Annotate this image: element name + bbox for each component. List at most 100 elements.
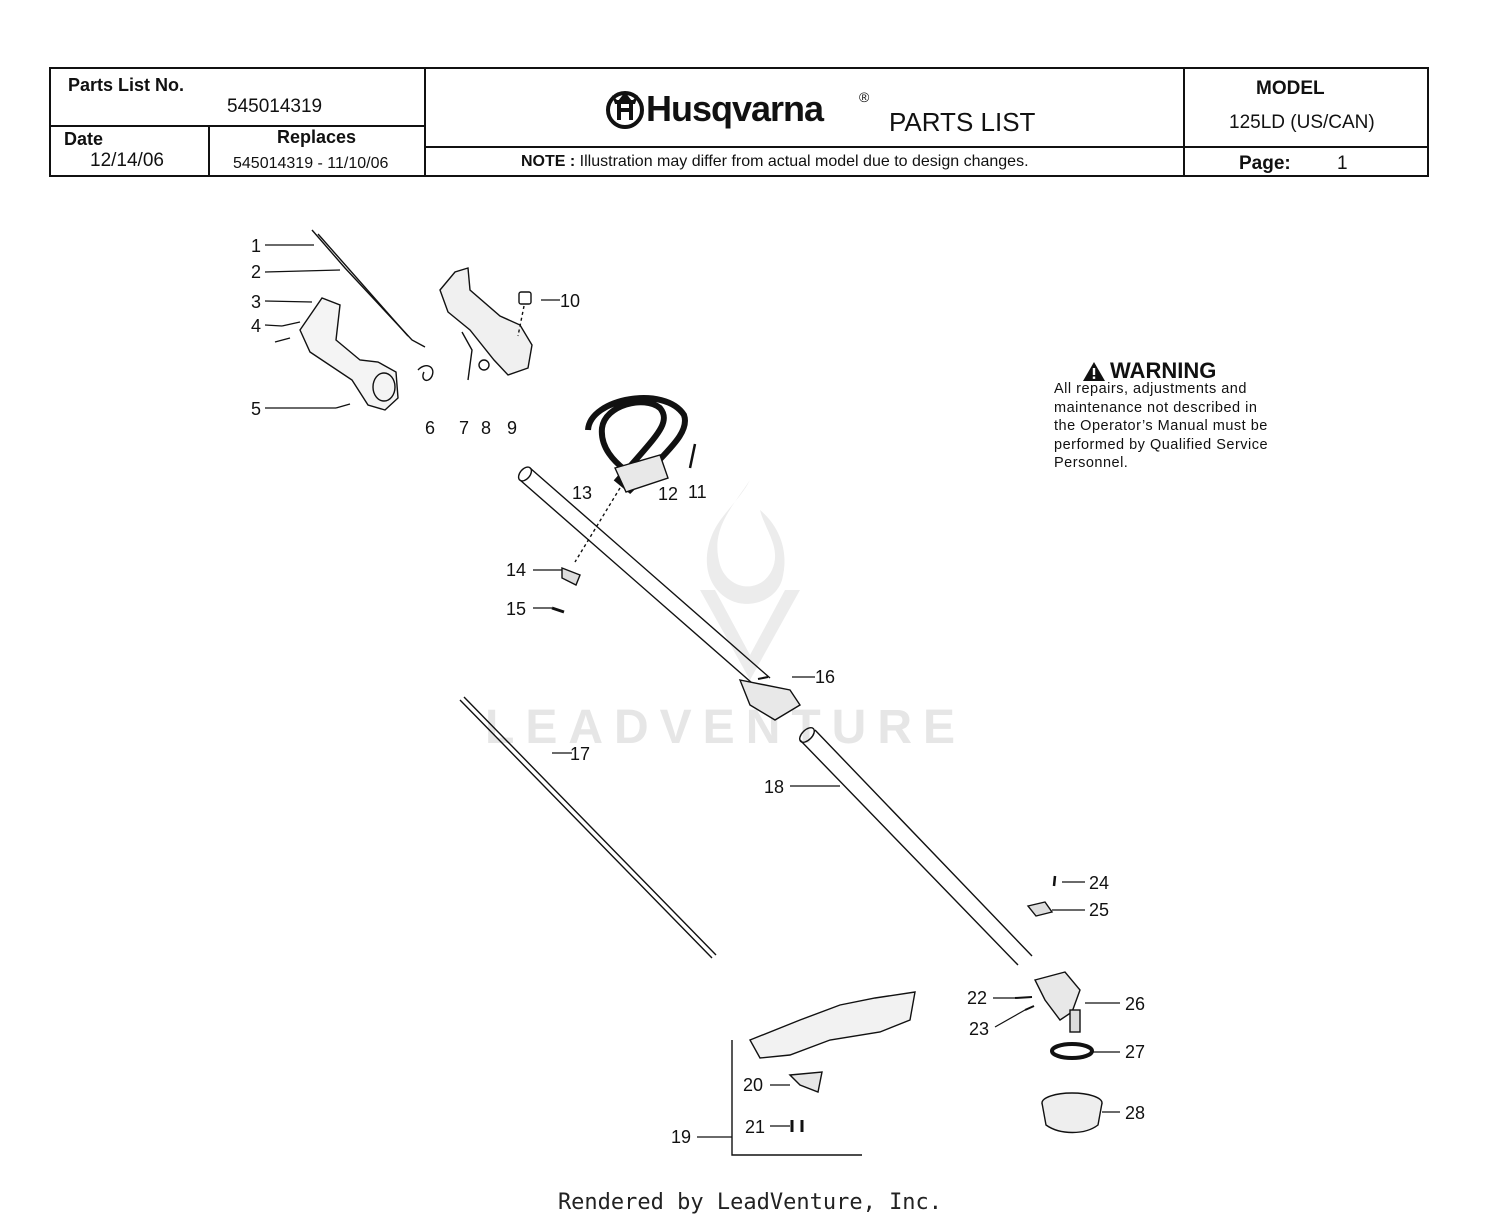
warning-line: All repairs, adjustments and <box>1054 381 1247 397</box>
replaces-label: Replaces <box>277 127 357 147</box>
part-handle-clamp <box>614 454 669 493</box>
date-value: 12/14/06 <box>90 150 164 171</box>
callout-28: 28 <box>1125 1103 1145 1123</box>
registered-mark: ® <box>859 89 870 105</box>
part-trigger-housing <box>439 267 533 376</box>
note-text: Illustration may differ from actual mode… <box>579 153 1029 170</box>
callout-11: 11 <box>688 482 707 502</box>
part-coupler <box>738 679 801 721</box>
parts-list-title: PARTS LIST <box>889 107 1036 137</box>
part-throttle-cable <box>311 229 426 348</box>
part-bolt-11 <box>688 443 697 469</box>
callout-19: 19 <box>671 1127 691 1147</box>
part-guard <box>749 991 916 1059</box>
warning-line: Personnel. <box>1054 455 1129 471</box>
page-number: 1 <box>1337 153 1348 174</box>
callout-16: 16 <box>815 667 835 687</box>
model-value: 125LD (US/CAN) <box>1229 112 1375 133</box>
warning-line: the Operator’s Manual must be <box>1054 418 1268 434</box>
warning-title: WARNING <box>1110 358 1217 383</box>
callout-14: 14 <box>506 560 526 580</box>
callout-23: 23 <box>969 1019 989 1039</box>
part-nut-23 <box>1024 1005 1035 1011</box>
part-screw-4 <box>281 321 301 327</box>
divider <box>208 125 210 177</box>
callout-6: 6 <box>425 418 435 438</box>
watermark-text: LEADVENTURE <box>485 701 967 754</box>
dash-line <box>574 487 621 563</box>
callout-12: 12 <box>658 484 678 504</box>
callout-9: 9 <box>507 418 517 438</box>
callout-4: 4 <box>251 316 261 336</box>
callout-15: 15 <box>506 599 526 619</box>
watermark-flame-icon <box>700 480 800 680</box>
part-loop-handle <box>585 395 688 495</box>
warning-triangle-icon <box>1083 361 1105 381</box>
callout-2: 2 <box>251 262 261 282</box>
warning-line: maintenance not described in <box>1054 399 1258 416</box>
part-pin <box>478 359 490 371</box>
part-screws-21 <box>790 1120 804 1132</box>
part-handle-housing <box>299 297 399 411</box>
tube-end <box>517 466 533 482</box>
callout-10: 10 <box>560 291 580 311</box>
note-label: NOTE : <box>521 153 576 170</box>
part-arbor <box>1069 1009 1081 1033</box>
callout-18: 18 <box>764 777 784 797</box>
date-label: Date <box>64 129 104 149</box>
divider <box>425 146 1429 148</box>
group-bracket-19 <box>731 1040 862 1156</box>
callout-17: 17 <box>570 744 590 764</box>
divider <box>51 125 425 127</box>
callout-27: 27 <box>1125 1042 1145 1062</box>
callout-3: 3 <box>251 292 261 312</box>
tube-end <box>799 727 815 743</box>
part-trigger <box>461 331 473 381</box>
callout-24: 24 <box>1089 873 1109 893</box>
part-spring <box>417 365 434 382</box>
part-handle-end <box>372 372 396 402</box>
divider <box>424 69 426 177</box>
footer-credit: Rendered by LeadVenture, Inc. <box>557 1190 943 1215</box>
part-switch <box>518 291 532 305</box>
callout-21: 21 <box>745 1117 765 1137</box>
part-lower-shaft <box>799 729 1033 966</box>
callout-20: 20 <box>743 1075 763 1095</box>
divider <box>1183 69 1185 177</box>
part-clamp-25 <box>1026 901 1054 917</box>
callout-8: 8 <box>481 418 491 438</box>
model-label: MODEL <box>1256 78 1325 99</box>
callout-25: 25 <box>1089 900 1109 920</box>
callout-1: 1 <box>251 236 261 256</box>
parts-list-number: 545014319 <box>227 96 323 117</box>
page-label: Page: <box>1239 153 1291 174</box>
part-trimmer-body <box>1041 1102 1103 1134</box>
part-screw-5 <box>335 403 351 409</box>
part-screw-4b <box>274 337 291 343</box>
warning-line: performed by Qualified Service <box>1054 436 1269 453</box>
part-drive-shaft <box>459 696 717 959</box>
brand-logo: Husqvarna <box>606 86 824 132</box>
dash-line <box>517 305 525 337</box>
part-upper-shaft <box>519 467 771 691</box>
brand-name: Husqvarna <box>646 88 824 129</box>
callout-13: 13 <box>572 483 592 503</box>
parts-list-label: Parts List No. <box>68 75 185 95</box>
part-screw-24 <box>1052 875 1057 887</box>
replaces-value: 545014319 - 11/10/06 <box>233 155 389 172</box>
husqvarna-crown-icon <box>606 91 644 129</box>
part-throttle-cable-inner <box>317 233 409 337</box>
callout-5: 5 <box>251 399 261 419</box>
part-screw-15 <box>551 606 565 614</box>
part-screw-22 <box>1014 996 1033 999</box>
callout-26: 26 <box>1125 994 1145 1014</box>
note-line: NOTE : Illustration may differ from actu… <box>521 153 1029 171</box>
part-pin-16 <box>757 676 769 680</box>
header-table: Parts List No. 545014319 Date 12/14/06 R… <box>49 67 1429 177</box>
warning-box: WARNING All repairs, adjustments and mai… <box>1054 358 1314 473</box>
part-knob-14 <box>561 566 581 586</box>
warning-text: All repairs, adjustments and maintenance… <box>1054 380 1314 473</box>
part-blade-20 <box>788 1071 823 1093</box>
warning-heading: WARNING <box>1082 358 1314 384</box>
